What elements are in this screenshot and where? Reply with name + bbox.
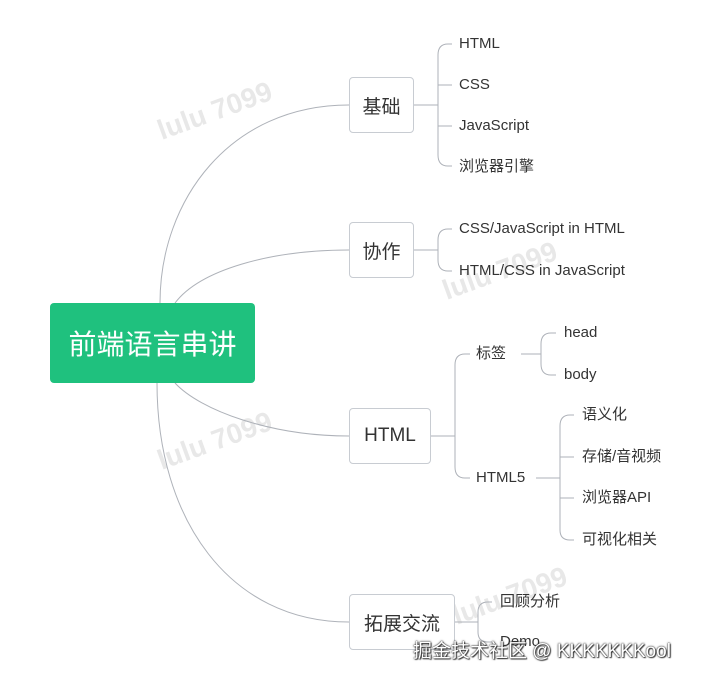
leaf-visualization[interactable]: 可视化相关 <box>582 531 658 548</box>
root-node[interactable]: 前端语言串讲 <box>50 303 255 383</box>
node-tags[interactable]: 标签 <box>476 345 507 362</box>
branch-basics[interactable]: 基础 <box>349 77 414 133</box>
leaf-css-js-in-html[interactable]: CSS/JavaScript in HTML <box>459 220 625 237</box>
leaf-storage-media[interactable]: 存储/音视频 <box>582 448 662 465</box>
leaf-html-css-in-js[interactable]: HTML/CSS in JavaScript <box>459 262 625 279</box>
leaf-javascript[interactable]: JavaScript <box>459 117 530 134</box>
node-html5[interactable]: HTML5 <box>476 469 526 486</box>
leaf-review-analysis[interactable]: 回顾分析 <box>500 593 561 610</box>
branch-expand[interactable]: 拓展交流 <box>349 594 455 650</box>
attribution-watermark: 掘金技术社区 @ KKKKKKKool <box>413 641 671 662</box>
leaf-html[interactable]: HTML <box>459 35 500 52</box>
branch-html[interactable]: HTML <box>349 408 431 464</box>
leaf-css[interactable]: CSS <box>459 76 490 93</box>
leaf-browser-api[interactable]: 浏览器API <box>582 489 652 506</box>
leaf-demo[interactable]: Demo <box>500 633 541 650</box>
leaf-body[interactable]: body <box>564 366 597 383</box>
leaf-head[interactable]: head <box>564 324 598 341</box>
branch-collab[interactable]: 协作 <box>349 222 414 278</box>
leaf-browser-engine[interactable]: 浏览器引擎 <box>459 158 535 175</box>
leaf-semantics[interactable]: 语义化 <box>582 406 628 423</box>
